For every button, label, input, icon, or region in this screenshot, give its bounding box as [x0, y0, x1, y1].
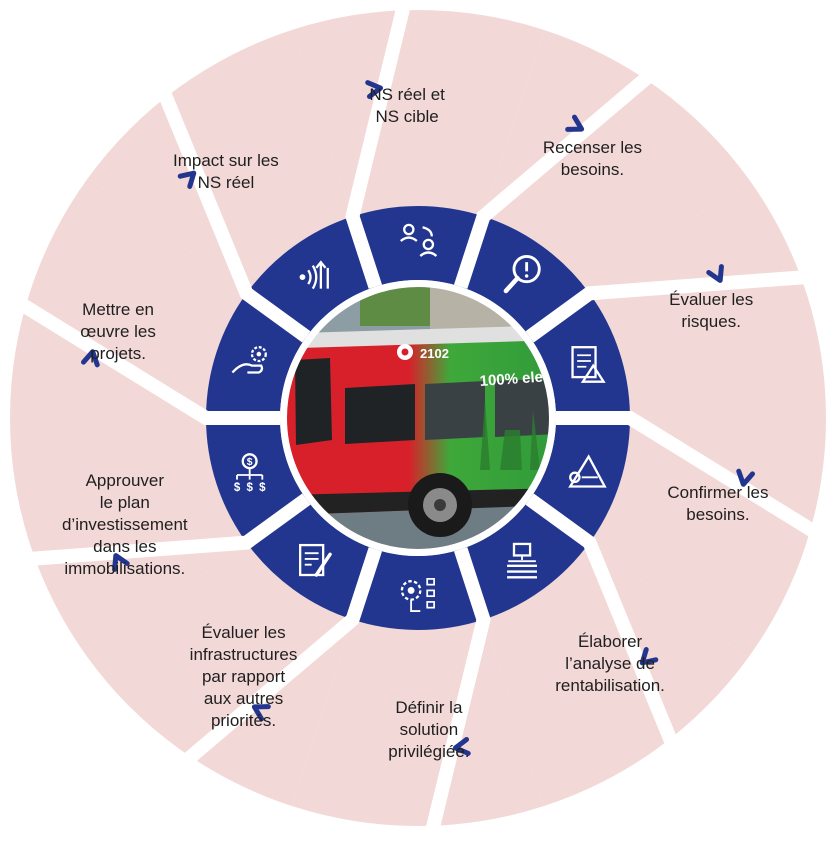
outer-segment: [589, 178, 826, 418]
outer-segment: [87, 542, 353, 807]
people-exchange-icon: [400, 223, 438, 257]
outer-segment: [9, 418, 247, 658]
inner-segment: [352, 549, 484, 630]
step-label: Impact sur les NS réel: [173, 151, 279, 193]
svg-text:$: $: [234, 482, 241, 494]
step-icons: $ $ $ $: [231, 223, 607, 613]
chevron-right-icon: [639, 647, 659, 666]
outer-segment: [589, 418, 826, 658]
svg-text:$: $: [259, 482, 266, 494]
segment-divider: [453, 71, 653, 289]
step-label: Évaluer les risques.: [669, 290, 754, 332]
chevron-right-icon: [81, 349, 100, 368]
step-arrows: [81, 80, 755, 756]
step-label: Confirmer les besoins.: [667, 482, 769, 524]
chevron-right-icon: [251, 704, 271, 722]
dollar-hierarchy-icon: $ $ $ $: [234, 453, 266, 494]
clipboard-pen-icon: [299, 543, 332, 577]
segment-divider: [525, 270, 806, 343]
inner-ring: [206, 206, 630, 630]
chevron-right-icon: [565, 114, 585, 132]
signal-arrows-icon: [299, 260, 329, 290]
step-label: Évaluer les infrastructures par rapport …: [189, 622, 298, 730]
step-label: Recenser les besoins.: [542, 138, 643, 180]
step-label: Approuver le plan d’investissement dans …: [61, 470, 188, 578]
chevron-right-icon: [706, 264, 724, 283]
outer-segment: [483, 29, 749, 294]
chevron-right-icon: [452, 736, 471, 756]
step-label: Définir la solution privilégiée.: [388, 697, 470, 761]
segment-divider: [157, 90, 311, 343]
clipboard-warning-icon: [571, 346, 606, 383]
chevron-right-icon: [365, 80, 384, 100]
outer-segment: [87, 29, 353, 294]
step-label: Élaborer l’analyse de rentabilisation.: [555, 631, 665, 695]
step-label: Mettre en œuvre les projets.: [80, 300, 156, 363]
chevron-right-icon: [112, 553, 130, 572]
segment-divider: [345, 4, 411, 289]
hand-gear-icon: [231, 346, 267, 374]
svg-text:$: $: [246, 482, 253, 494]
segment-divider: [183, 547, 383, 765]
outer-segment: [10, 178, 247, 418]
target-mountain-icon: [568, 454, 607, 488]
document-stack-icon: [507, 542, 537, 579]
inner-segment: [460, 499, 590, 620]
outer-segment: [291, 619, 545, 826]
outer-segment: [291, 9, 545, 217]
segment-divider: [556, 411, 818, 538]
segment-divider: [525, 493, 679, 746]
dividers: [18, 4, 818, 832]
center-bus-photo: 2102 100% electric: [280, 280, 575, 556]
chevron-right-icon: [177, 170, 197, 189]
segment-divider: [30, 493, 311, 566]
svg-text:$: $: [247, 457, 253, 468]
bus-number: 2102: [420, 346, 449, 361]
bus-slogan: 100% electric: [479, 366, 575, 390]
segment-divider: [425, 547, 491, 832]
gear-flowchart-icon: [400, 578, 435, 613]
step-label: NS réel et NS cible: [369, 85, 445, 127]
chevron-right-icon: [736, 468, 755, 487]
segment-divider: [18, 298, 280, 425]
inner-segment: [352, 206, 484, 287]
outer-ring: [9, 9, 826, 826]
outer-segment: [483, 542, 749, 807]
magnifier-exclamation-icon: [503, 254, 541, 294]
